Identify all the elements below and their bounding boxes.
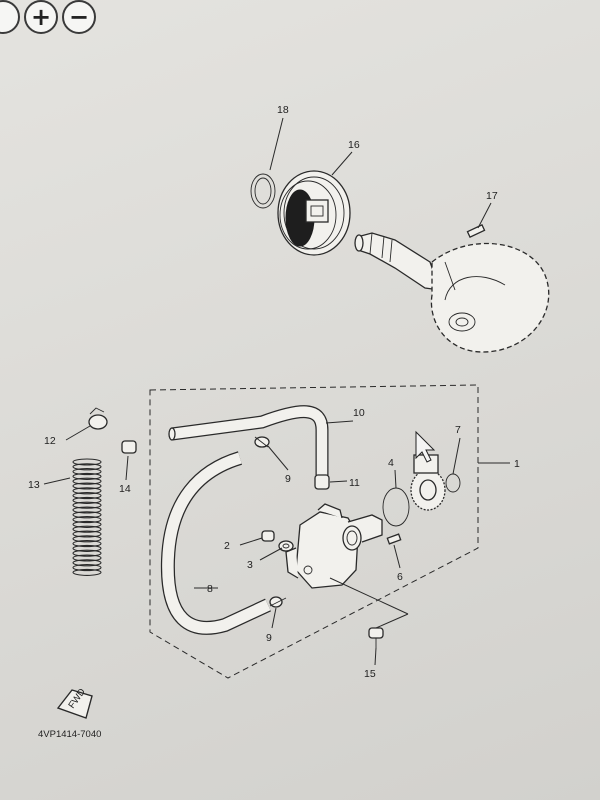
oil-pump[interactable] (285, 503, 383, 589)
callout-13[interactable]: 13 (28, 479, 40, 491)
callout-18[interactable]: 18 (277, 104, 289, 116)
callout-14[interactable]: 14 (119, 483, 131, 495)
diagram-code: 4VP1414-7040 (38, 729, 101, 740)
washer-3[interactable] (278, 540, 294, 552)
callout-10[interactable]: 10 (353, 407, 365, 419)
circlip-18[interactable] (250, 173, 276, 209)
callout-3[interactable]: 3 (247, 559, 253, 571)
assembly-1-outline (149, 384, 479, 679)
callout-8[interactable]: 8 (207, 583, 213, 595)
callout-9-lower[interactable]: 9 (266, 632, 272, 644)
callout-6[interactable]: 6 (397, 571, 403, 583)
zoom-in-button[interactable]: + (24, 0, 58, 34)
callout-17[interactable]: 17 (486, 190, 498, 202)
hose-10[interactable] (168, 405, 329, 475)
crankshaft[interactable] (354, 232, 550, 353)
callout-9-upper[interactable]: 9 (285, 473, 291, 485)
zoom-controls: + − (0, 0, 96, 34)
pin-6[interactable] (386, 533, 402, 545)
pin-17[interactable] (466, 224, 486, 238)
spring-13[interactable] (72, 458, 102, 576)
clip-9-lower[interactable] (269, 596, 287, 608)
clamp-12[interactable] (88, 407, 108, 430)
mouse-cursor-icon (415, 430, 436, 463)
o-ring-4[interactable] (382, 487, 410, 527)
cap-14[interactable] (121, 440, 137, 454)
hose-8[interactable] (160, 451, 271, 635)
circlip-7[interactable] (445, 473, 461, 493)
callout-2[interactable]: 2 (224, 540, 230, 552)
bolt-15[interactable] (368, 627, 384, 648)
pulley-16[interactable] (277, 170, 351, 256)
bolt-2[interactable] (261, 530, 275, 542)
callout-15[interactable]: 15 (364, 668, 376, 680)
fitting-11[interactable] (314, 474, 330, 490)
callout-4[interactable]: 4 (388, 457, 394, 469)
callout-1[interactable]: 1 (514, 458, 520, 470)
callout-7[interactable]: 7 (455, 424, 461, 436)
callout-11[interactable]: 11 (349, 477, 360, 489)
fwd-arrow-icon: FWD (56, 687, 93, 719)
clip-9-upper[interactable] (254, 436, 270, 448)
callout-16[interactable]: 16 (348, 139, 360, 151)
callout-12[interactable]: 12 (44, 435, 56, 447)
zoom-out-button[interactable]: − (62, 0, 96, 34)
gear-5[interactable] (410, 454, 446, 511)
